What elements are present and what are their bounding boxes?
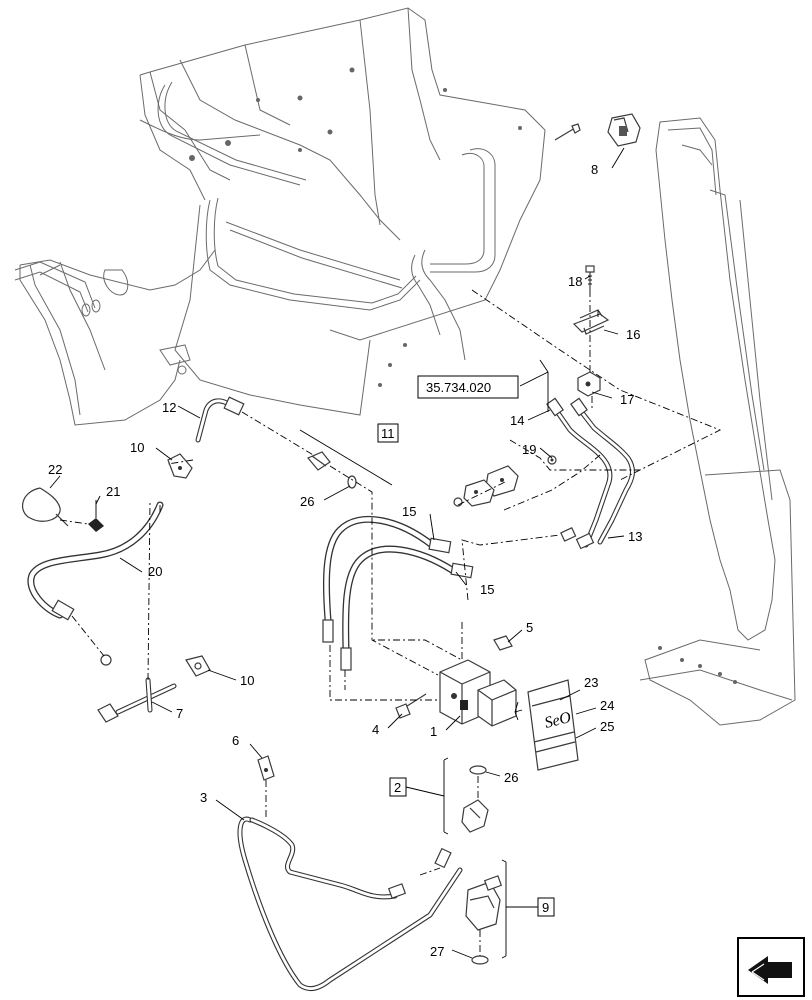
clamp-assembly — [453, 465, 519, 507]
fitting-part-11[interactable] — [307, 451, 331, 471]
callout-20: 20 — [148, 564, 162, 579]
callout-10a: 10 — [130, 440, 144, 455]
cab-frame — [14, 7, 546, 426]
callout-26b: 26 — [504, 770, 518, 785]
leader-lines — [49, 147, 625, 959]
next-page-arrow-icon[interactable] — [737, 937, 805, 997]
tube-part-3[interactable] — [237, 816, 463, 992]
callout-27: 27 — [430, 944, 444, 959]
valve-part-1[interactable] — [439, 659, 517, 727]
callout-8: 8 — [591, 162, 598, 177]
callout-25: 25 — [600, 719, 614, 734]
callout-17: 17 — [620, 392, 634, 407]
hose-part-20[interactable] — [27, 501, 164, 621]
clip-part-16[interactable] — [572, 309, 610, 335]
svg-text:9: 9 — [542, 900, 549, 915]
boxed-callout-11[interactable]: 11 — [377, 423, 399, 443]
decal-text: SeO — [543, 709, 573, 732]
tie-part-21[interactable] — [88, 500, 104, 532]
reference-number: 35.734.020 — [426, 380, 491, 395]
callout-24: 24 — [600, 698, 614, 713]
callout-21: 21 — [106, 484, 120, 499]
clip-part-10-lower[interactable] — [185, 655, 211, 677]
nut-part-5[interactable] — [493, 635, 513, 651]
ring-part-26-lower[interactable] — [469, 765, 487, 775]
callout-26a: 26 — [300, 494, 314, 509]
hoses-part-15[interactable] — [322, 515, 474, 671]
svg-text:2: 2 — [394, 780, 401, 795]
assembly-lines — [59, 289, 722, 956]
callout-13: 13 — [628, 529, 642, 544]
boxed-callout-2[interactable]: 2 — [389, 777, 407, 797]
callout-16: 16 — [626, 327, 640, 342]
svg-text:11: 11 — [381, 426, 395, 441]
switch-part-8[interactable] — [607, 113, 641, 147]
callout-7: 7 — [176, 706, 183, 721]
callout-3: 3 — [200, 790, 207, 805]
callout-labels: 8 18 16 17 14 19 13 15 15 12 10 26 22 21… — [48, 162, 642, 959]
boxed-callout-9[interactable]: 9 — [537, 897, 555, 917]
callout-15a: 15 — [402, 504, 416, 519]
side-panel — [639, 117, 796, 726]
bolt-top — [554, 123, 581, 141]
group-brackets — [299, 359, 549, 959]
callout-22: 22 — [48, 462, 62, 477]
decal-parts-23-24-25[interactable]: SeO — [527, 679, 579, 771]
callout-12: 12 — [162, 400, 176, 415]
clip-part-6[interactable] — [257, 755, 275, 781]
callout-4: 4 — [372, 722, 379, 737]
tubes-part-13-14[interactable] — [546, 397, 635, 550]
ring-part-27[interactable] — [471, 955, 489, 965]
callout-14: 14 — [510, 413, 524, 428]
fitting-part-2[interactable] — [461, 799, 489, 833]
block-part-17[interactable] — [577, 371, 601, 397]
clip-part-10-upper[interactable] — [167, 453, 193, 479]
callout-23: 23 — [584, 675, 598, 690]
bolt-part-4[interactable] — [395, 693, 427, 719]
callout-19: 19 — [522, 442, 536, 457]
fitting-part-9[interactable] — [465, 875, 503, 931]
callout-1: 1 — [430, 724, 437, 739]
elbow-part-12[interactable] — [195, 396, 245, 443]
reference-box[interactable]: 35.734.020 — [417, 375, 519, 399]
tee-part-7[interactable] — [97, 654, 177, 723]
callout-10b: 10 — [240, 673, 254, 688]
bolt-part-19[interactable] — [547, 455, 557, 465]
callout-15b: 15 — [480, 582, 494, 597]
callout-5: 5 — [526, 620, 533, 635]
callout-18: 18 — [568, 274, 582, 289]
callout-6: 6 — [232, 733, 239, 748]
